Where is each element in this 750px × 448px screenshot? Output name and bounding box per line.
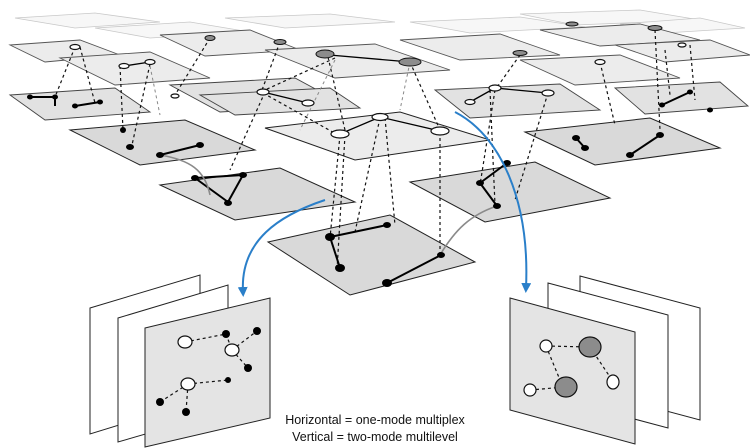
dashed-links xyxy=(54,29,696,271)
horizontal-stack xyxy=(89,274,271,448)
middle-planes xyxy=(8,77,750,121)
grey-nodes xyxy=(204,21,663,67)
grey-curves xyxy=(159,154,498,256)
vertical-stack xyxy=(509,275,701,445)
right-dark-planes xyxy=(408,117,722,223)
grey-dashed-links xyxy=(149,59,411,131)
arrow-to-horizontal xyxy=(237,199,326,297)
blue-arrows xyxy=(237,111,532,297)
central-plane xyxy=(264,111,491,161)
white-nodes xyxy=(69,42,687,139)
caption-vertical: Vertical = two-mode multilevel xyxy=(292,430,458,444)
solid-edges xyxy=(30,91,691,284)
dark-nodes xyxy=(27,89,713,287)
arrow-to-vertical xyxy=(454,111,532,293)
upper-planes xyxy=(8,23,750,86)
caption-horizontal: Horizontal = one-mode multiplex xyxy=(285,413,465,427)
